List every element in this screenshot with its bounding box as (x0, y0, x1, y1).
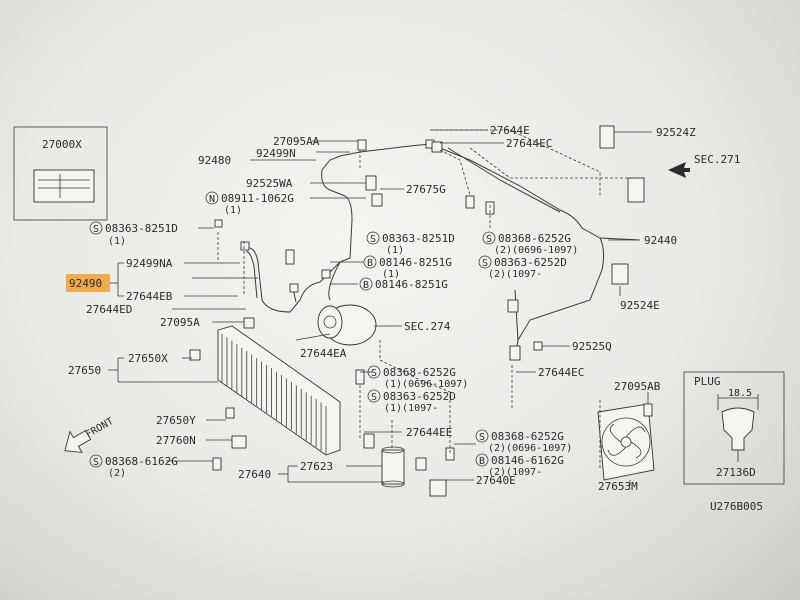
callout-27644e: 27644E (490, 124, 530, 137)
label-box-27000x (13, 126, 108, 221)
callout-27653m: 27653M (598, 480, 638, 493)
callout-92524e: 92524E (620, 299, 660, 312)
svg-text:S: S (93, 457, 99, 468)
callout-27644ec-top: 27644EC (506, 137, 552, 150)
callout-08368-6252g-2: 08368-6252G (491, 430, 564, 443)
callout-08363-b: 08363-8251D (382, 232, 455, 245)
callout-27644ed: 27644ED (86, 303, 132, 316)
callout-27640e: 27640E (476, 474, 516, 487)
callout-27650x: 27650X (128, 352, 168, 365)
callout-92480: 92480 (198, 154, 231, 167)
callout-27095aa: 27095AA (273, 135, 320, 148)
diagram-code: U276B005 (710, 500, 763, 513)
callout-27675g: 27675G (406, 183, 446, 196)
svg-text:S: S (93, 224, 99, 235)
callout-27644eb: 27644EB (126, 290, 173, 303)
svg-text:B: B (363, 280, 369, 291)
compressor (317, 304, 377, 346)
b-circle-icon (363, 255, 377, 269)
plug-inset-box (683, 371, 785, 485)
callout-08368-6252g-3-qty: (2)(0696-1097) (494, 245, 578, 256)
callout-08363-6252d-b-qty: (1)(1097- (384, 403, 438, 414)
s-circle-icon (89, 221, 103, 235)
callout-92525wa: 92525WA (246, 177, 293, 190)
callout-08363-b-qty: (1) (386, 245, 404, 256)
receiver-drier (381, 446, 405, 488)
callout-92499n: 92499N (256, 147, 296, 160)
callout-08368-6162g: 08368-6162G (105, 455, 178, 468)
condenser (217, 325, 341, 456)
callout-92490: 92490 (69, 277, 102, 290)
callout-08146-8251g-2: 08146-8251G (375, 278, 448, 291)
callout-08363-a: 08363-8251D (105, 222, 178, 235)
callout-08368-6252g-3: 08368-6252G (498, 232, 571, 245)
callout-27760n: 27760N (156, 434, 196, 447)
sec271-arrow-icon (668, 162, 690, 178)
svg-text:S: S (371, 392, 377, 403)
callout-27095a: 27095A (160, 316, 200, 329)
callout-08368-6252g-1-qty: (1)(0696-1097) (384, 379, 468, 390)
callout-sec274: SEC.274 (404, 320, 451, 333)
svg-text:S: S (482, 258, 488, 269)
callout-08911-qty: (1) (224, 205, 242, 216)
callout-08911: 08911-1062G (221, 192, 294, 205)
callout-27650y: 27650Y (156, 414, 196, 427)
callout-08146-8251g-1: 08146-8251G (379, 256, 452, 269)
callout-08146-6162g-qty: (2)(1097- (488, 467, 542, 478)
callout-sec271: SEC.271 (694, 153, 740, 166)
callout-08363-a-qty: (1) (108, 236, 126, 247)
callout-08146-6162g: 08146-6162G (491, 454, 564, 467)
svg-text:N: N (209, 194, 215, 205)
callout-08363-6252d-qty: (2)(1097- (488, 269, 542, 280)
front-arrow-icon (64, 430, 92, 453)
callout-27000x: 27000X (42, 138, 82, 151)
highlight-92490 (66, 274, 110, 292)
callout-08368-6252g-1: 08368-6252G (383, 366, 456, 379)
callout-92440: 92440 (644, 234, 677, 247)
plug-part (717, 394, 759, 462)
callout-92524z: 92524Z (656, 126, 696, 139)
callout-08368-6252g-2-qty: (2)(0696-1097) (488, 443, 572, 454)
callout-27644ec: 27644EC (538, 366, 584, 379)
callout-08146-8251g-1-qty: (1) (382, 269, 400, 280)
fittings (189, 125, 653, 497)
callout-27136d: 27136D (716, 466, 756, 479)
svg-text:S: S (370, 234, 376, 245)
svg-text:S: S (479, 432, 485, 443)
callout-27644ea: 27644EA (300, 347, 347, 360)
front-label: FRONT (84, 416, 116, 441)
svg-text:B: B (479, 456, 485, 467)
leader-lines (108, 129, 652, 486)
svg-text:S: S (486, 234, 492, 245)
svg-text:B: B (367, 258, 373, 269)
svg-text:S: S (371, 368, 377, 379)
plug-dimension: 18.5 (728, 388, 752, 399)
callout-08368-6162g-qty: (2) (108, 468, 126, 479)
callout-27623: 27623 (300, 460, 333, 473)
n-circle-icon (205, 191, 219, 205)
fan-assembly (597, 403, 655, 481)
callout-92525q: 92525Q (572, 340, 612, 353)
callout-27650: 27650 (68, 364, 101, 377)
callout-27640: 27640 (238, 468, 271, 481)
callout-08363-6252d-b: 08363-6252D (383, 390, 456, 403)
plug-title: PLUG (694, 375, 721, 388)
callout-27644ee: 27644EE (406, 426, 452, 439)
callout-08363-6252d: 08363-6252D (494, 256, 567, 269)
callout-92499na: 92499NA (126, 257, 173, 270)
callout-27095ab: 27095AB (614, 380, 661, 393)
label-plate (33, 169, 95, 203)
